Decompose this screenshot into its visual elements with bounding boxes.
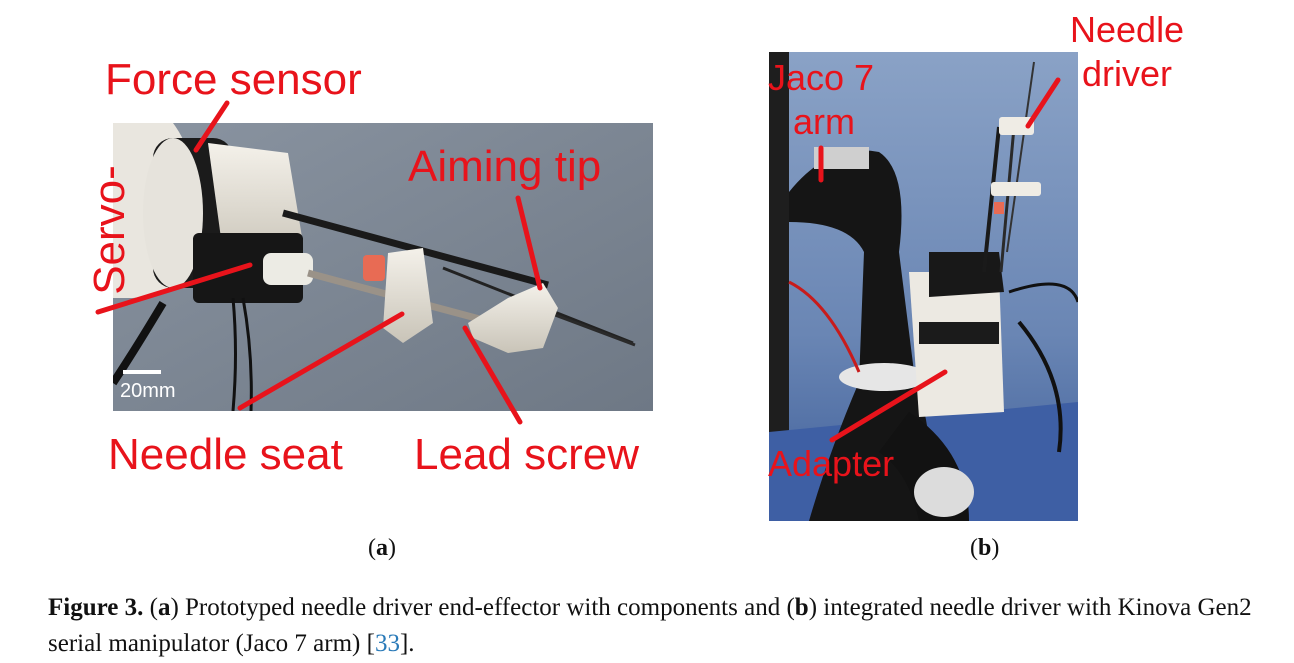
citation-link[interactable]: 33	[374, 630, 400, 657]
scale-bar-label: 20mm	[120, 380, 176, 402]
label-aiming-tip: Aiming tip	[408, 142, 602, 191]
figure-caption: Figure 3. (a) Prototyped needle driver e…	[48, 594, 1252, 657]
label-servo: Servo-	[85, 165, 134, 295]
caption-label: Figure 3.	[48, 594, 144, 621]
label-force-sensor: Force sensor	[105, 55, 362, 104]
label-needle-driver-line1: Needle	[1070, 9, 1185, 50]
label-adapter: Adapter	[768, 443, 895, 484]
label-jaco-line1: Jaco 7	[768, 57, 875, 98]
label-needle-seat: Needle seat	[108, 430, 343, 479]
subfigure-label-a: (a)	[368, 535, 396, 561]
label-jaco-line2: arm	[793, 101, 855, 142]
label-lead-screw: Lead screw	[414, 430, 640, 479]
label-needle-driver-line2: driver	[1082, 53, 1173, 94]
subfigure-label-b: (b)	[970, 535, 1000, 561]
